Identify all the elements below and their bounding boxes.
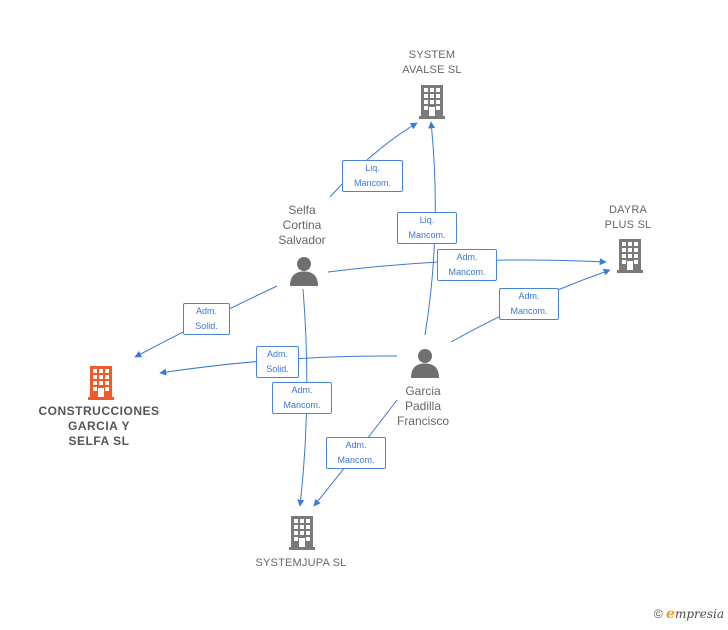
- edge-label-selfa-dayra-plus: Adm. Mancom.: [437, 249, 497, 281]
- edge-label-garcia-system-avalse: Liq. Mancom.: [397, 212, 457, 244]
- brand-name: mpresia: [674, 607, 724, 621]
- node-label-garcia[interactable]: Garcia Padilla Francisco: [396, 384, 449, 428]
- person-icon: [290, 257, 318, 286]
- brand-initial: e: [666, 606, 675, 622]
- building-icon: [617, 239, 643, 273]
- edge-label-selfa-systemjupa: Adm. Mancom.: [272, 382, 332, 414]
- building-icon: [289, 516, 315, 550]
- node-label-construcciones[interactable]: CONSTRUCCIONES GARCIA Y SELFA SL: [38, 404, 160, 448]
- edge-label-garcia-systemjupa: Adm. Mancom.: [326, 437, 386, 469]
- empresia-logo[interactable]: empresia: [666, 606, 724, 622]
- copyright-symbol: ©: [653, 607, 663, 621]
- building-icon: [419, 85, 445, 119]
- person-icon: [411, 349, 439, 378]
- edge-label-selfa-construcciones: Adm. Solid.: [183, 303, 230, 335]
- node-label-dayra-plus[interactable]: DAYRA PLUS SL: [604, 204, 652, 231]
- edge-selfa-system-avalse: [329, 122, 418, 198]
- edge-label-selfa-system-avalse: Liq. Mancom.: [342, 160, 403, 192]
- copyright-footer: © empresia: [654, 606, 724, 622]
- edge-label-garcia-dayra-plus: Adm. Mancom.: [499, 288, 559, 320]
- building-icon: [88, 366, 114, 400]
- node-label-systemjupa[interactable]: SYSTEMJUPA SL: [255, 557, 347, 569]
- node-label-selfa[interactable]: Selfa Cortina Salvador: [278, 203, 326, 247]
- edge-label-garcia-construcciones: Adm. Solid.: [256, 346, 299, 378]
- node-label-system-avalse[interactable]: SYSTEM AVALSE SL: [402, 49, 462, 76]
